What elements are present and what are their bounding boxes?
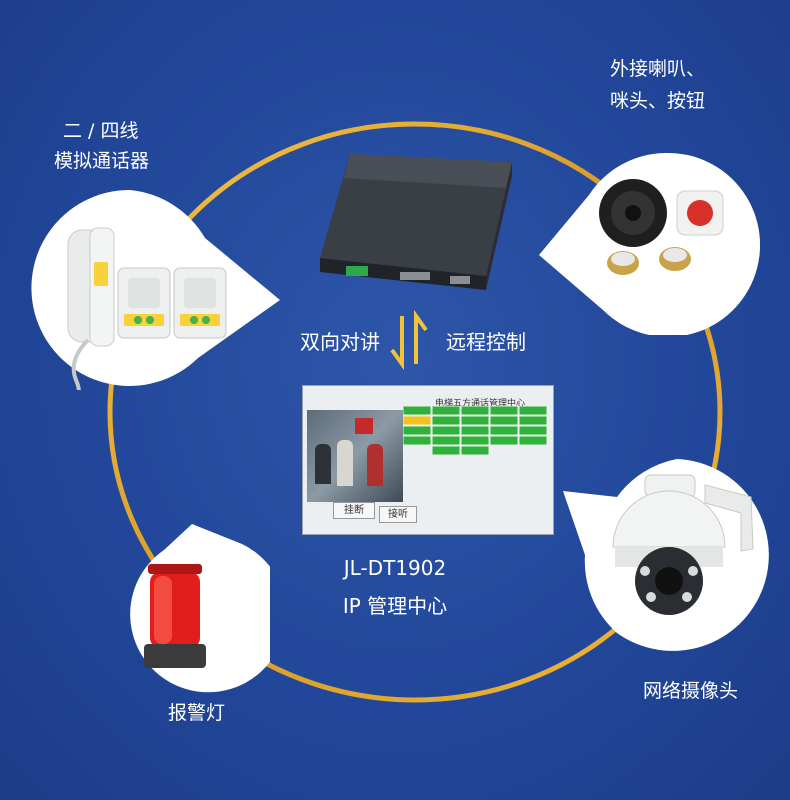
external-label-line1: 外接喇叭、 [610, 58, 706, 80]
peripherals-bubble [539, 152, 761, 335]
two-four-wire-label-line1: 二 / 四线 [63, 120, 139, 142]
bidirectional-arrows-icon [390, 310, 428, 370]
management-screen: 电梯五方通话管理中心 挂断 接听 [302, 385, 554, 535]
center-name-label: IP 管理中心 [342, 594, 448, 618]
model-label: JL-DT1902 [343, 556, 447, 580]
status-grid [403, 406, 548, 456]
alarm-light-icon [144, 564, 206, 668]
intercom-bubble [31, 190, 280, 390]
loudspeaker-icon [599, 179, 667, 247]
camera-label: 网络摄像头 [643, 680, 739, 702]
push-button-icon [676, 190, 724, 236]
remote-control-label: 远程控制 [446, 330, 526, 354]
camera-view [307, 410, 403, 502]
alarm-light-bubble [130, 524, 270, 693]
dome-camera-icon [612, 474, 754, 615]
intercom-label: 双向对讲 [300, 330, 380, 354]
microphone-icon [607, 247, 691, 275]
two-four-wire-label-line2: 模拟通话器 [54, 150, 150, 172]
speaker-box-icon [117, 267, 171, 339]
alarm-light-label: 报警灯 [168, 702, 226, 724]
speaker-box-icon [173, 267, 227, 339]
external-label-line2: 咪头、按钮 [610, 90, 706, 112]
answer-button[interactable]: 接听 [379, 506, 417, 523]
camera-bubble [563, 459, 769, 651]
screen-title: 电梯五方通话管理中心 [435, 399, 526, 409]
controller-device [320, 154, 512, 290]
hangup-button[interactable]: 挂断 [333, 502, 375, 519]
wall-phone-icon [67, 227, 115, 390]
